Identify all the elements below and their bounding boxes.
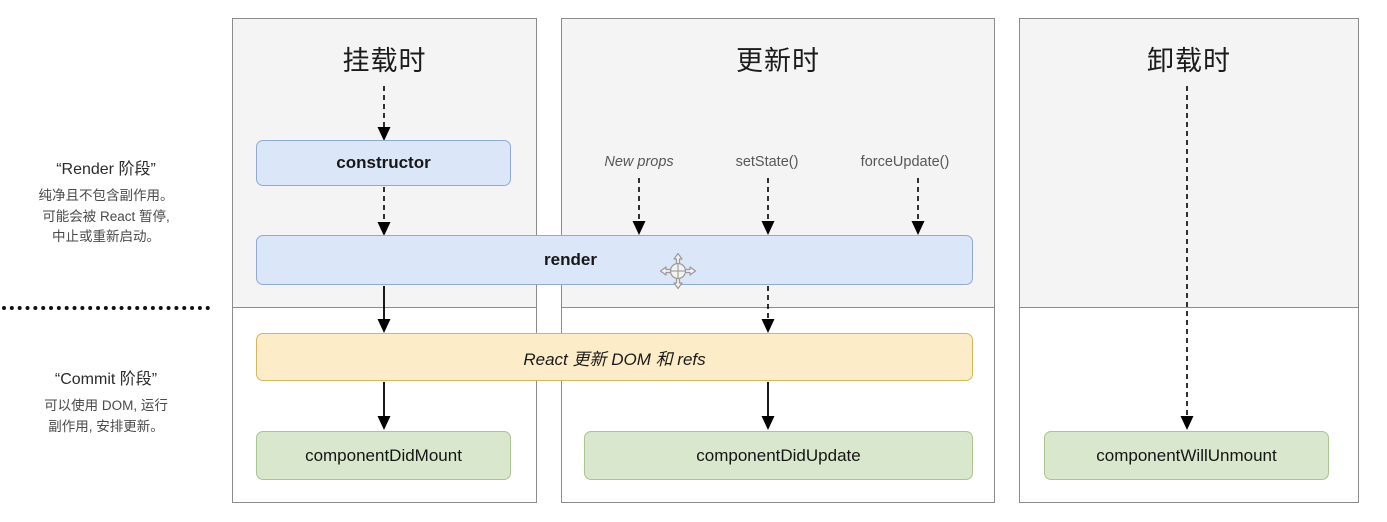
trigger-force-update: forceUpdate() <box>860 154 950 170</box>
column-unmounting-title: 卸载时 <box>1147 46 1231 76</box>
node-render-label: render <box>544 250 597 269</box>
legend-commit-phase: “Commit 阶段” 可以使用 DOM, 运行 副作用, 安排更新。 <box>0 365 212 437</box>
legend-commit-phase-body: 可以使用 DOM, 运行 副作用, 安排更新。 <box>0 396 212 437</box>
legend-render-line-2: 可能会被 React 暂停, <box>42 208 170 224</box>
node-render[interactable]: render <box>256 235 973 285</box>
column-updating-title: 更新时 <box>736 46 820 76</box>
arrow-render-to-react-dom-update <box>758 286 778 334</box>
arrow-new-props-to-render <box>629 178 649 236</box>
node-component-will-unmount-label: componentWillUnmount <box>1096 445 1277 465</box>
arrow-unmount-to-will-unmount <box>1177 86 1197 431</box>
legend-render-phase-body: 纯净且不包含副作用。 可能会被 React 暂停, 中止或重新启动。 <box>0 186 212 248</box>
arrow-set-state-to-render <box>758 178 778 236</box>
node-constructor-label: constructor <box>336 153 431 172</box>
arrow-react-dom-to-did-mount <box>374 382 394 431</box>
node-constructor[interactable]: constructor <box>256 140 511 186</box>
legend-commit-phase-title: “Commit 阶段” <box>54 371 158 388</box>
arrow-force-update-to-render <box>908 178 928 236</box>
column-mounting-title: 挂载时 <box>342 46 427 76</box>
node-react-updates-dom-and-refs[interactable]: React 更新 DOM 和 refs <box>256 333 973 381</box>
legend-render-phase: “Render 阶段” 纯净且不包含副作用。 可能会被 React 暂停, 中止… <box>0 155 212 248</box>
legend-render-line-3: 中止或重新启动。 <box>52 229 160 245</box>
arrow-title-to-constructor <box>374 86 394 142</box>
node-react-dom-label: React 更新 DOM 和 refs <box>523 349 706 369</box>
legend-render-phase-title: “Render 阶段” <box>56 161 156 178</box>
legend-render-line-1: 纯净且不包含副作用。 <box>38 188 174 203</box>
move-cursor-icon <box>659 252 697 290</box>
node-component-will-unmount[interactable]: componentWillUnmount <box>1044 431 1329 480</box>
legend-commit-line-2: 副作用, 安排更新。 <box>48 418 164 434</box>
arrow-constructor-to-render <box>374 187 394 237</box>
phase-divider <box>2 306 210 310</box>
column-unmounting-render-band <box>1020 19 1358 308</box>
node-component-did-mount[interactable]: componentDidMount <box>256 431 511 480</box>
legend-commit-line-1: 可以使用 DOM, 运行 <box>44 398 168 413</box>
trigger-new-props: New props <box>604 154 674 170</box>
node-component-did-update-label: componentDidUpdate <box>696 445 861 465</box>
arrow-react-dom-to-did-update <box>758 382 778 431</box>
arrow-render-to-react-dom-mount <box>374 286 394 334</box>
node-component-did-update[interactable]: componentDidUpdate <box>584 431 973 480</box>
trigger-set-state: setState() <box>735 154 799 170</box>
node-component-did-mount-label: componentDidMount <box>305 445 462 465</box>
